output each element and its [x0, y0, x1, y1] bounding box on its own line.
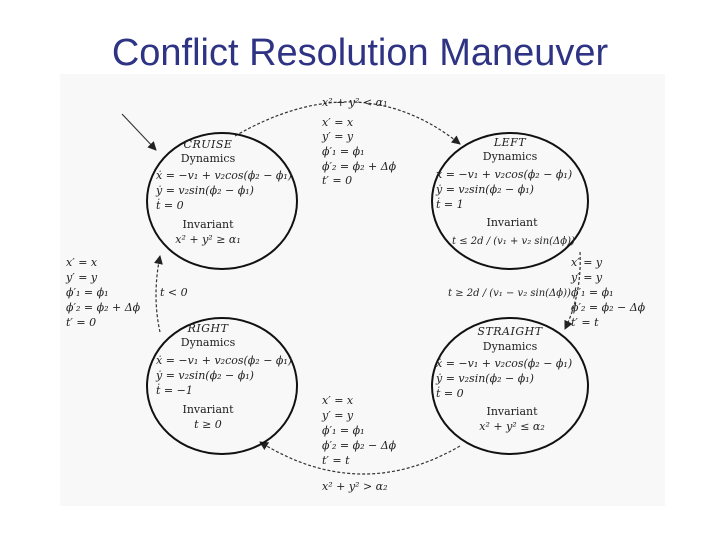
- transition-reset-line: t′ = t: [322, 454, 350, 467]
- state-right-invariant-label: Invariant: [182, 403, 234, 416]
- transition-reset-line: t′ = 0: [322, 174, 352, 187]
- transition-reset-line: y′ = y: [65, 271, 98, 284]
- transition-reset-line: ϕ′₁ = ϕ₁: [571, 286, 614, 299]
- transition-guard: x² + y² > α₂: [322, 480, 388, 493]
- transition-reset-line: y′ = y: [321, 409, 354, 422]
- state-right-dynamics-line: ẋ = −v₁ + v₂cos(ϕ₂ − ϕ₁): [156, 354, 292, 367]
- initial-arrow: [121, 113, 157, 151]
- state-left: LEFT Dynamics ẋ = −v₁ + v₂cos(ϕ₂ − ϕ₁) ẏ…: [435, 136, 575, 247]
- slide-title: Conflict Resolution Maneuver: [111, 32, 609, 74]
- state-left-invariant-label: Invariant: [486, 216, 538, 229]
- transition-guard: t ≥ 2d / (v₁ − v₂ sin(Δϕ)): [448, 288, 571, 299]
- state-left-dynamics-line: ẏ = v₂sin(ϕ₂ − ϕ₁): [435, 183, 534, 196]
- hybrid-automaton-diagram: CRUISE Dynamics ẋ = −v₁ + v₂cos(ϕ₂ − ϕ₁)…: [65, 96, 646, 493]
- state-cruise: CRUISE Dynamics ẋ = −v₁ + v₂cos(ϕ₂ − ϕ₁)…: [155, 138, 292, 246]
- state-left-dynamics-line: ẋ = −v₁ + v₂cos(ϕ₂ − ϕ₁): [436, 168, 572, 181]
- transition-arc-cruise-to-left: [234, 101, 461, 145]
- transition-reset-line: x′ = y: [571, 256, 603, 269]
- state-cruise-invariant: x² + y² ≥ α₁: [175, 233, 241, 246]
- state-straight-dynamics-line: ṫ = 0: [436, 386, 464, 400]
- transition-reset-line: ϕ′₁ = ϕ₁: [66, 286, 109, 299]
- transition-reset-line: y′ = y: [570, 271, 603, 284]
- state-left-ellipse: [431, 132, 589, 270]
- state-straight-dynamics-line: ẋ = −v₁ + v₂cos(ϕ₂ − ϕ₁): [436, 357, 572, 370]
- transition-left-to-straight: t ≥ 2d / (v₁ − v₂ sin(Δϕ)) x′ = y y′ = y…: [448, 256, 646, 329]
- state-right-name: RIGHT: [187, 322, 230, 335]
- state-straight-invariant-label: Invariant: [486, 405, 538, 418]
- state-cruise-name: CRUISE: [184, 138, 233, 151]
- transition-reset-line: t′ = t: [571, 316, 599, 329]
- transition-guard: x² + y² < α₁: [322, 96, 388, 109]
- transition-guard: t < 0: [160, 286, 188, 299]
- state-cruise-dynamics-line: ẋ = −v₁ + v₂cos(ϕ₂ − ϕ₁): [156, 169, 292, 182]
- state-straight-dynamics-label: Dynamics: [483, 340, 538, 353]
- state-cruise-invariant-label: Invariant: [182, 218, 234, 231]
- state-right-invariant: t ≥ 0: [194, 418, 222, 431]
- state-cruise-dynamics-label: Dynamics: [181, 152, 236, 165]
- transition-reset-line: x′ = x: [66, 256, 98, 269]
- transition-reset-line: ϕ′₂ = ϕ₂ − Δϕ: [322, 439, 397, 452]
- state-left-dynamics-label: Dynamics: [483, 150, 538, 163]
- hybrid-automaton-figure: CRUISE Dynamics ẋ = −v₁ + v₂cos(ϕ₂ − ϕ₁)…: [60, 74, 665, 506]
- state-cruise-ellipse: [146, 132, 298, 270]
- transition-reset-line: t′ = 0: [66, 316, 96, 329]
- transition-reset-line: x′ = x: [322, 116, 354, 129]
- state-right-dynamics-line: ṫ = −1: [156, 383, 193, 397]
- transition-reset-line: ϕ′₂ = ϕ₂ − Δϕ: [571, 301, 646, 314]
- transition-arc-left-to-straight: [564, 251, 581, 330]
- state-right-dynamics-label: Dynamics: [181, 336, 236, 349]
- transition-cruise-to-left: x² + y² < α₁ x′ = x y′ = y ϕ′₁ = ϕ₁ ϕ′₂ …: [321, 96, 397, 187]
- transition-reset-line: y′ = y: [321, 130, 354, 143]
- state-right-dynamics-line: ẏ = v₂sin(ϕ₂ − ϕ₁): [155, 369, 254, 382]
- state-straight-invariant: x² + y² ≤ α₂: [479, 420, 545, 433]
- state-left-name: LEFT: [493, 136, 527, 149]
- state-right: RIGHT Dynamics ẋ = −v₁ + v₂cos(ϕ₂ − ϕ₁) …: [155, 322, 292, 431]
- state-straight: STRAIGHT Dynamics ẋ = −v₁ + v₂cos(ϕ₂ − ϕ…: [435, 325, 572, 433]
- transition-reset-line: ϕ′₂ = ϕ₂ + Δϕ: [66, 301, 141, 314]
- state-straight-name: STRAIGHT: [477, 325, 543, 338]
- state-left-dynamics-line: ṫ = 1: [436, 197, 464, 211]
- state-cruise-dynamics-line: ẏ = v₂sin(ϕ₂ − ϕ₁): [155, 184, 254, 197]
- transition-straight-to-right: x′ = x y′ = y ϕ′₁ = ϕ₁ ϕ′₂ = ϕ₂ − Δϕ t′ …: [321, 394, 397, 493]
- state-right-ellipse: [146, 317, 298, 455]
- state-cruise-dynamics-line: ṫ = 0: [156, 198, 184, 212]
- transition-reset-line: x′ = x: [322, 394, 354, 407]
- transition-arc-straight-to-right: [259, 441, 461, 475]
- state-straight-dynamics-line: ẏ = v₂sin(ϕ₂ − ϕ₁): [435, 372, 534, 385]
- transition-arc-right-to-cruise: [154, 255, 163, 333]
- transition-reset-line: ϕ′₁ = ϕ₁: [322, 145, 365, 158]
- transition-reset-line: ϕ′₂ = ϕ₂ + Δϕ: [322, 160, 397, 173]
- transition-reset-line: ϕ′₁ = ϕ₁: [322, 424, 365, 437]
- state-straight-ellipse: [431, 317, 589, 455]
- state-left-invariant: t ≤ 2d / (v₁ + v₂ sin(Δϕ)): [452, 236, 575, 247]
- transition-right-to-cruise: x′ = x y′ = y ϕ′₁ = ϕ₁ ϕ′₂ = ϕ₂ + Δϕ t′ …: [65, 256, 188, 329]
